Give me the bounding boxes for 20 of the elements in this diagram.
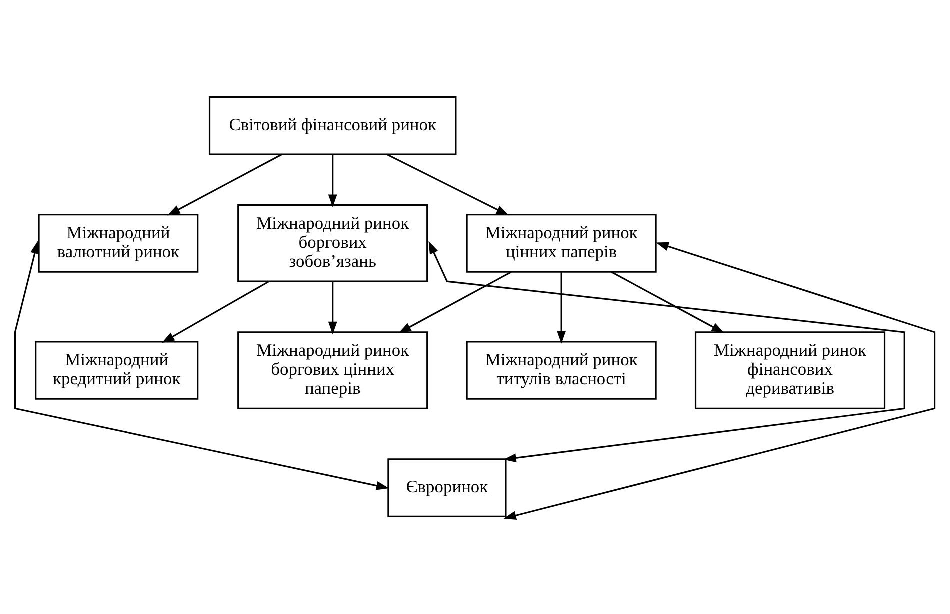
arrow (428, 241, 906, 463)
arrow (386, 154, 510, 216)
node-box: Міжнародний ринок боргових цінних паперів (238, 332, 428, 410)
node-box: Світовий фінансовий ринок (208, 96, 457, 156)
arrow (162, 281, 270, 344)
arrow (398, 272, 512, 334)
arrow (328, 282, 338, 335)
node-box: Міжнародний ринок цінних паперів (466, 214, 657, 273)
node-box: Міжнародний ринок титулів власності (466, 341, 657, 400)
arrow (611, 272, 725, 334)
arrow (168, 154, 282, 216)
arrow (328, 154, 338, 208)
node-box: Євроринок (388, 458, 507, 518)
arrow (557, 272, 566, 344)
arrow (504, 242, 936, 520)
node-box: Міжнародний кредитний ринок (35, 341, 199, 400)
node-box: Міжнародний ринок фінансових деривативів (694, 332, 886, 410)
node-box: Міжнародний валютний ринок (38, 214, 199, 273)
node-box: Міжнародний ринок боргових зобов’язань (238, 204, 428, 282)
arrow (14, 241, 390, 490)
